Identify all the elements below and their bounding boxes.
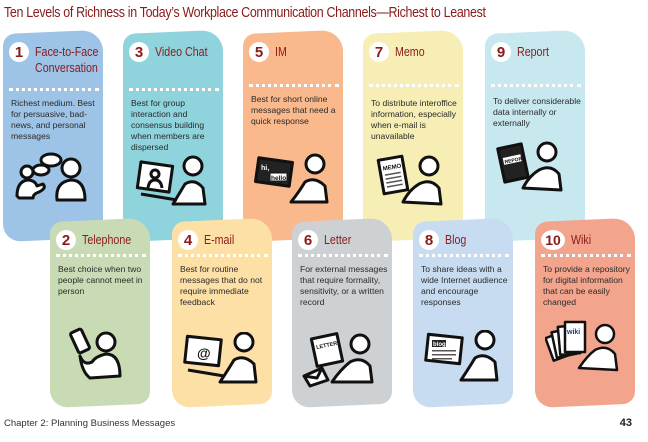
card-title: Telephone <box>82 232 132 247</box>
svg-text:wiki: wiki <box>566 329 580 336</box>
dotted-divider <box>9 88 99 91</box>
svg-text:blog: blog <box>433 342 446 348</box>
dotted-divider <box>249 84 339 87</box>
card-title: E-mail <box>204 232 235 247</box>
card-im: 5 IM Best for short online messages that… <box>243 29 343 242</box>
page-number: 43 <box>619 417 632 429</box>
two-people-talking-icon <box>15 152 87 202</box>
dotted-divider <box>56 254 146 257</box>
svg-text:hello: hello <box>271 175 286 182</box>
card-title: Video Chat <box>155 44 208 59</box>
card-title: Letter <box>324 232 352 247</box>
card-title: Blog <box>445 232 467 247</box>
dotted-divider <box>178 254 268 257</box>
card-number: 10 <box>541 230 565 250</box>
card-number: 7 <box>369 42 389 62</box>
card-description: Richest medium. Best for persuasive, bad… <box>11 98 95 141</box>
card-blog: 8 Blog To share ideas with a wide Intern… <box>413 217 513 408</box>
card-title: Wiki <box>571 232 592 247</box>
person-im-laptop-icon: hi, hello <box>253 153 329 204</box>
card-title: Memo <box>395 44 425 59</box>
person-letter-envelope-icon: LETTER <box>302 332 374 388</box>
dotted-divider <box>491 84 581 87</box>
card-report: 9 Report To deliver considerable data in… <box>485 29 585 242</box>
dotted-divider <box>129 88 219 91</box>
svg-text:REPORT: REPORT <box>504 155 526 165</box>
card-letter: 6 Letter For external messages that requ… <box>292 217 392 408</box>
dotted-divider <box>419 254 509 257</box>
card-title: Face-to-Face Conversation <box>35 44 99 75</box>
person-video-chat-laptop-icon <box>135 155 207 206</box>
card-number: 4 <box>178 230 198 250</box>
svg-text:hi,: hi, <box>261 165 269 172</box>
card-description: For external messages that require forma… <box>300 264 388 307</box>
card-number: 9 <box>491 42 511 62</box>
card-description: To deliver considerable data internally … <box>493 96 581 128</box>
card-description: To distribute interoffice information, e… <box>371 98 457 141</box>
svg-text:@: @ <box>197 345 211 361</box>
card-description: Best for group interaction and consensus… <box>131 98 205 152</box>
person-report-binder-icon: REPORT <box>496 141 563 192</box>
person-with-phone-icon <box>69 327 122 380</box>
page-title: Ten Levels of Richness in Today’s Workpl… <box>4 5 486 21</box>
svg-text:LETTER: LETTER <box>316 341 338 351</box>
card-number: 3 <box>129 42 149 62</box>
card-number: 5 <box>249 42 269 62</box>
card-memo: 7 Memo To distribute interoffice informa… <box>363 29 463 242</box>
person-memo-clipboard-icon: MEMO <box>376 154 443 206</box>
person-wiki-pages-icon: wiki <box>545 320 619 372</box>
card-number: 6 <box>298 230 318 250</box>
dotted-divider <box>369 84 459 87</box>
card-number: 2 <box>56 230 76 250</box>
card-description: Best choice when two people cannot meet … <box>58 264 143 296</box>
card-title: IM <box>275 44 287 59</box>
card-video-chat: 3 Video Chat Best for group interaction … <box>123 29 223 242</box>
card-telephone: 2 Telephone Best choice when two people … <box>50 217 150 408</box>
person-blog-laptop-icon: blog <box>424 330 499 382</box>
person-email-laptop-icon: @ <box>183 332 258 384</box>
card-title: Report <box>517 44 550 59</box>
dotted-divider <box>541 254 631 257</box>
card-wiki: 10 Wiki To provide a repository for digi… <box>535 217 635 408</box>
card-number: 1 <box>9 42 29 62</box>
svg-text:MEMO: MEMO <box>382 163 402 172</box>
card-description: Best for short online messages that need… <box>251 94 336 126</box>
card-description: Best for routine messages that do not re… <box>180 264 263 307</box>
card-face-to-face: 1 Face-to-Face Conversation Richest medi… <box>3 29 103 242</box>
card-email: 4 E-mail Best for routine messages that … <box>172 217 272 408</box>
card-description: To share ideas with a wide Internet audi… <box>421 264 508 307</box>
card-description: To provide a repository for digital info… <box>543 264 630 307</box>
dotted-divider <box>298 254 388 257</box>
card-number: 8 <box>419 230 439 250</box>
footer-chapter: Chapter 2: Planning Business Messages <box>4 418 176 429</box>
